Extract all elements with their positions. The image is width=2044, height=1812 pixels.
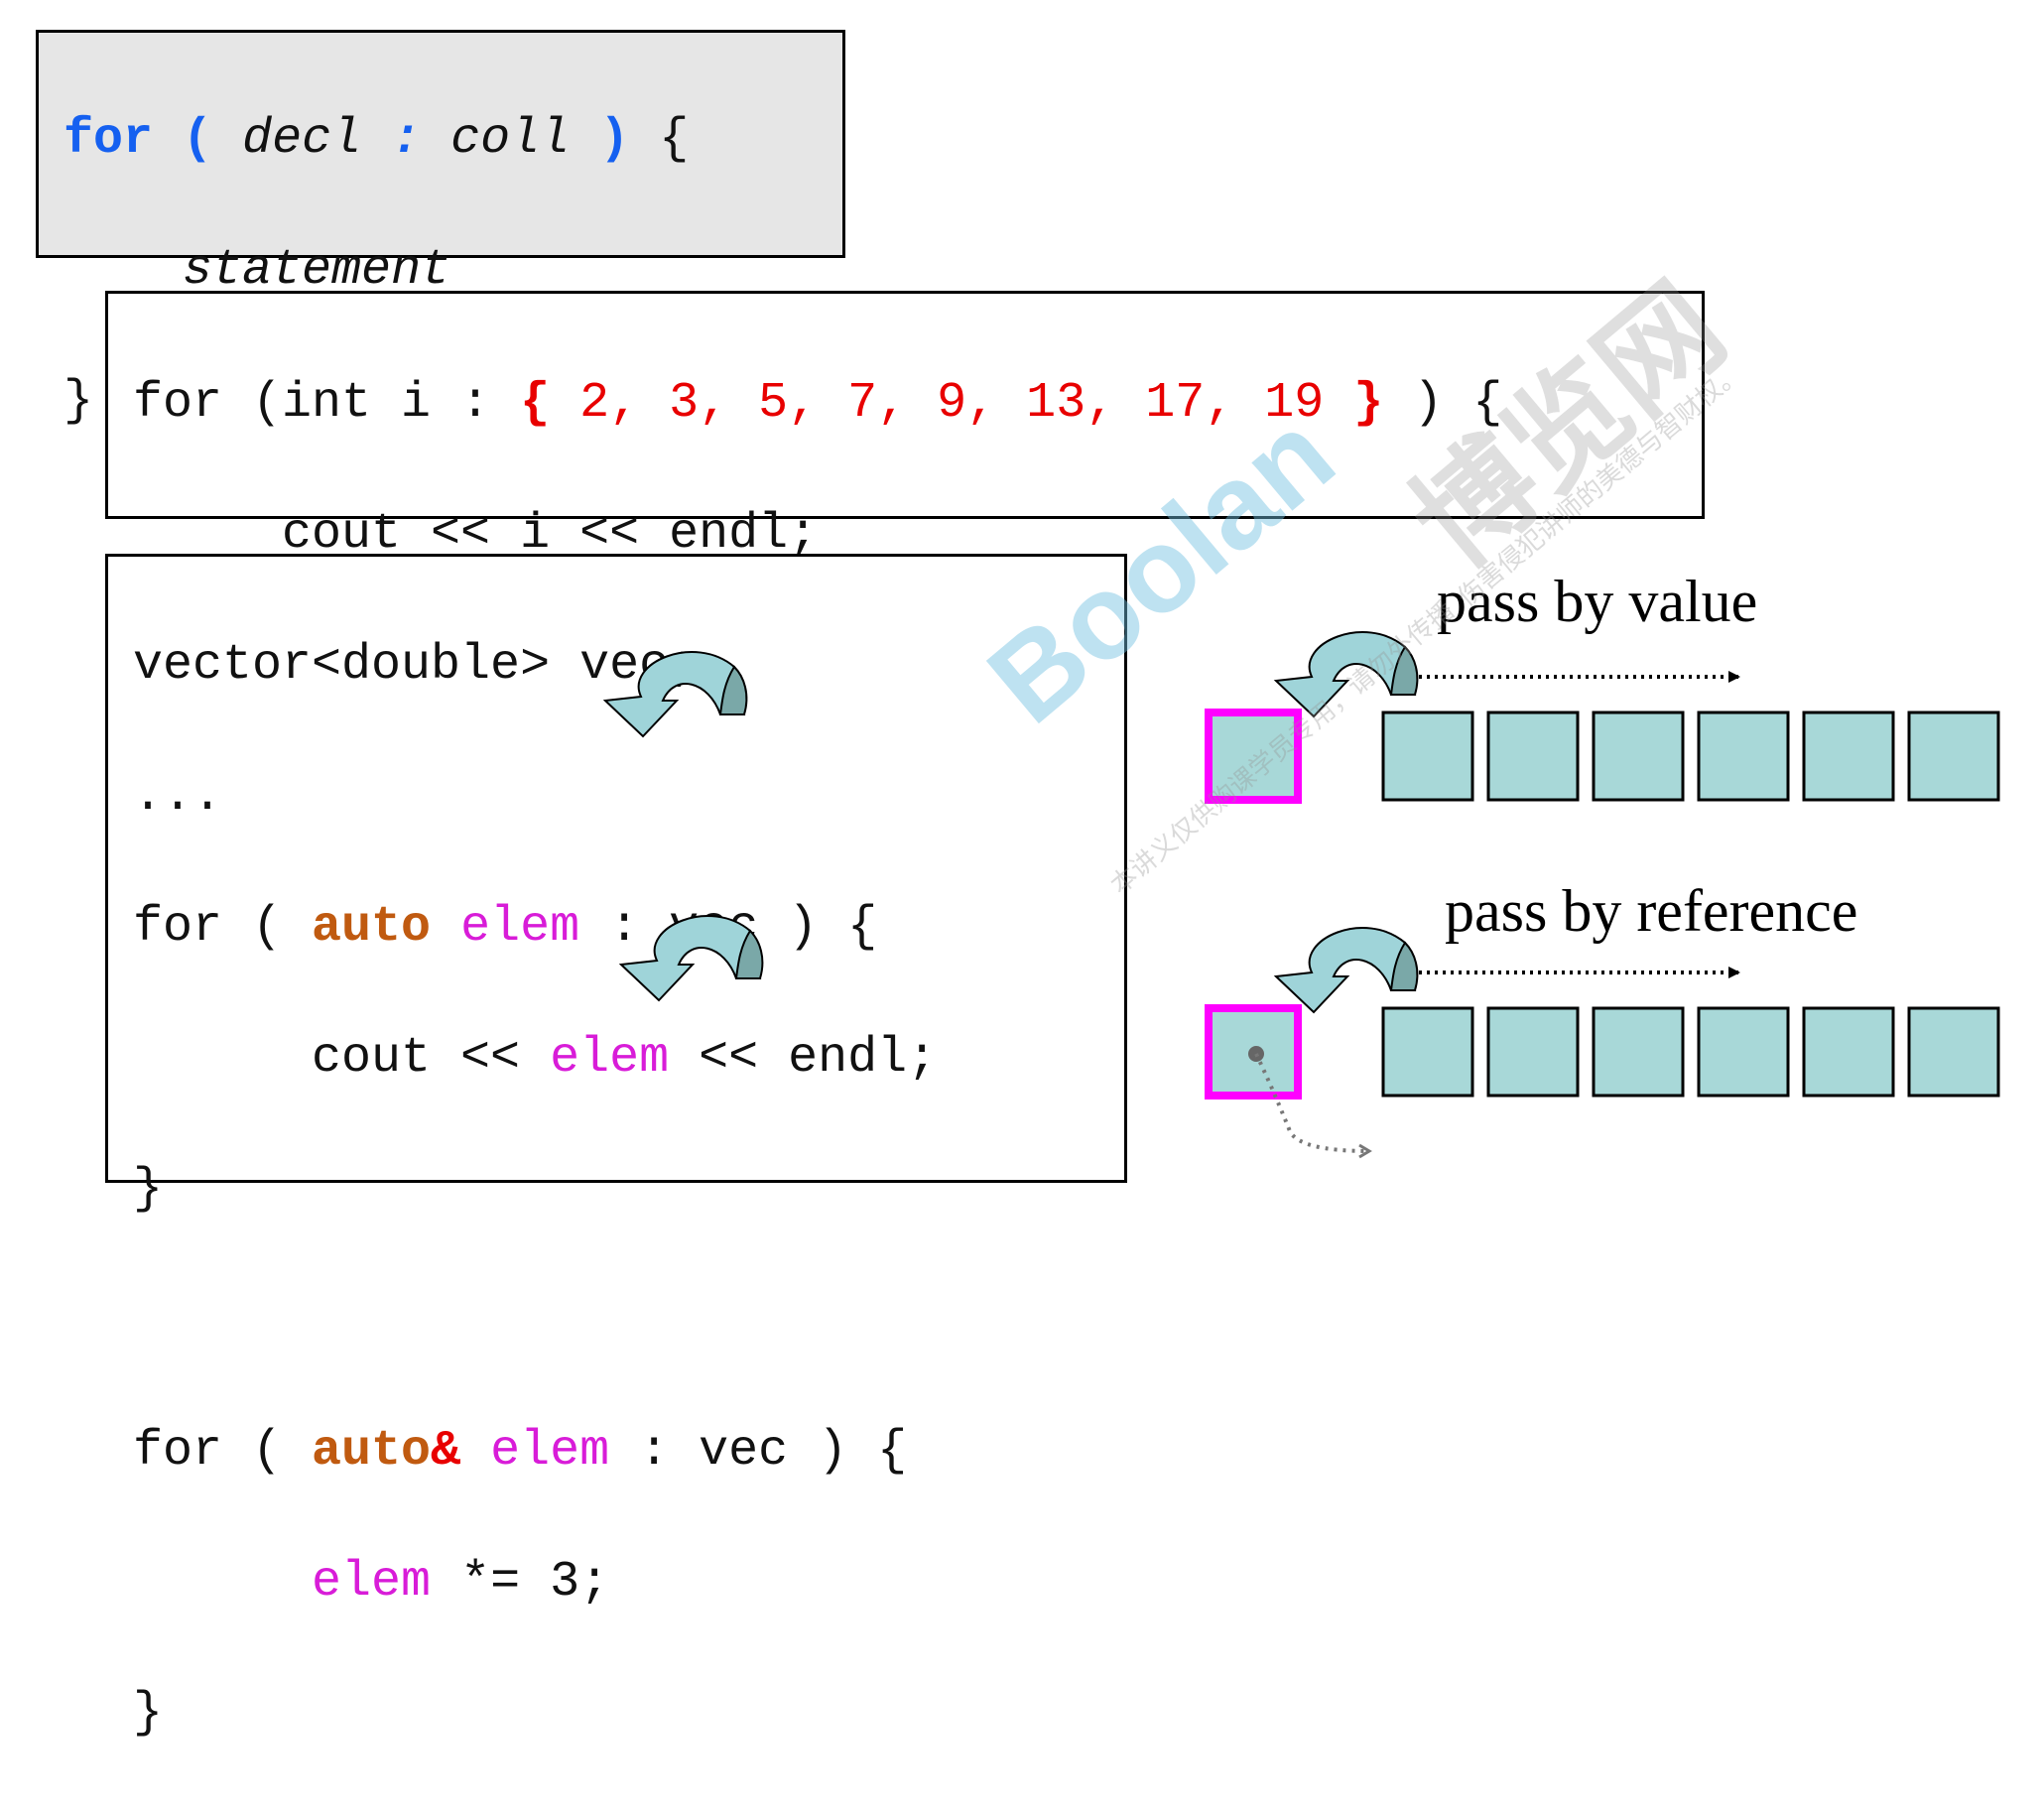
vector-box	[105, 554, 1127, 1183]
elem-var: elem	[460, 899, 580, 956]
vector-cell	[1697, 1006, 1790, 1098]
copied-elem-cell	[1205, 709, 1302, 804]
decl-placeholder: decl	[242, 111, 362, 168]
for-int-prefix: for (int i :	[133, 375, 521, 432]
pass-by-value-label: pass by value	[1437, 569, 1758, 634]
vector-line-8: elem *= 3;	[133, 1550, 937, 1616]
elem-var: elem	[550, 1030, 670, 1087]
auto-keyword: auto	[312, 1423, 432, 1480]
vector-cell	[1802, 711, 1895, 802]
for-keyword: for (	[133, 899, 313, 956]
vector-line-2: ...	[133, 764, 937, 830]
vector-line-4: cout << elem << endl;	[133, 1026, 937, 1092]
for-keyword: for	[64, 111, 154, 168]
curved-arrow-icon	[1273, 927, 1419, 1014]
reference-cells	[1381, 1006, 2000, 1098]
vector-cell	[1381, 1006, 1474, 1098]
vector-cell	[1486, 711, 1580, 802]
cout-stream: cout <<	[312, 1030, 551, 1087]
for-suffix: ) {	[1383, 375, 1503, 432]
range-rest: : vec ) {	[609, 1423, 908, 1480]
close-brace: }	[133, 1685, 164, 1742]
pass-diagram	[602, 631, 2000, 1159]
multiply-assign: *= 3;	[431, 1554, 610, 1611]
init-list-box	[105, 291, 1705, 519]
vector-cell	[1592, 1006, 1685, 1098]
vector-cell	[1697, 711, 1790, 802]
elem-var: elem	[312, 1554, 432, 1611]
init-list-close-brace: }	[1353, 375, 1384, 432]
init-list-open-brace: {	[520, 375, 551, 432]
vector-cell	[1486, 1006, 1580, 1098]
init-list-values: 2, 3, 5, 7, 9, 13, 17, 19	[579, 375, 1325, 432]
syntax-code: for ( decl : coll ) { statement }	[64, 42, 689, 500]
vector-cell	[1592, 711, 1685, 802]
elem-var: elem	[490, 1423, 610, 1480]
vector-line-7: for ( auto& elem : vec ) {	[133, 1419, 937, 1485]
auto-keyword: auto	[312, 899, 432, 956]
init-list-code: for (int i : { 2, 3, 5, 7, 9, 13, 17, 19…	[133, 306, 1502, 764]
syntax-box	[36, 30, 845, 258]
coll-placeholder: coll	[450, 111, 571, 168]
close-brace: }	[64, 373, 94, 430]
init-list-line-1: for (int i : { 2, 3, 5, 7, 9, 13, 17, 19…	[133, 371, 1502, 437]
vector-cell	[1381, 711, 1474, 802]
init-list-line-2: cout << i << endl;	[133, 502, 1502, 568]
close-paren: )	[599, 111, 630, 168]
range-colon: :	[391, 111, 422, 168]
open-paren: (	[183, 111, 213, 168]
vector-line-9: }	[133, 1681, 937, 1747]
vector-cell	[1802, 1006, 1895, 1098]
syntax-line-2: statement	[64, 238, 689, 304]
endl-rest: << endl;	[669, 1030, 938, 1087]
syntax-line-1: for ( decl : coll ) {	[64, 107, 689, 173]
statement-placeholder: statement	[183, 242, 451, 299]
curved-arrow-icon	[618, 915, 764, 1002]
vector-cell	[1907, 711, 2000, 802]
vector-line-6	[133, 1288, 937, 1354]
curved-arrow-icon	[1273, 631, 1419, 718]
reference-ampersand: &	[431, 1423, 461, 1480]
pass-by-reference-label: pass by reference	[1445, 878, 1858, 944]
reference-elem-cell	[1205, 1004, 1302, 1100]
ellipsis: ...	[133, 768, 223, 825]
vector-cell	[1907, 1006, 2000, 1098]
cout-statement: cout << i << endl;	[282, 506, 819, 563]
for-keyword: for (	[133, 1423, 313, 1480]
open-brace: {	[659, 111, 690, 168]
value-cells	[1381, 711, 2000, 802]
syntax-line-3: }	[64, 369, 689, 435]
curved-arrow-icon	[602, 651, 748, 738]
